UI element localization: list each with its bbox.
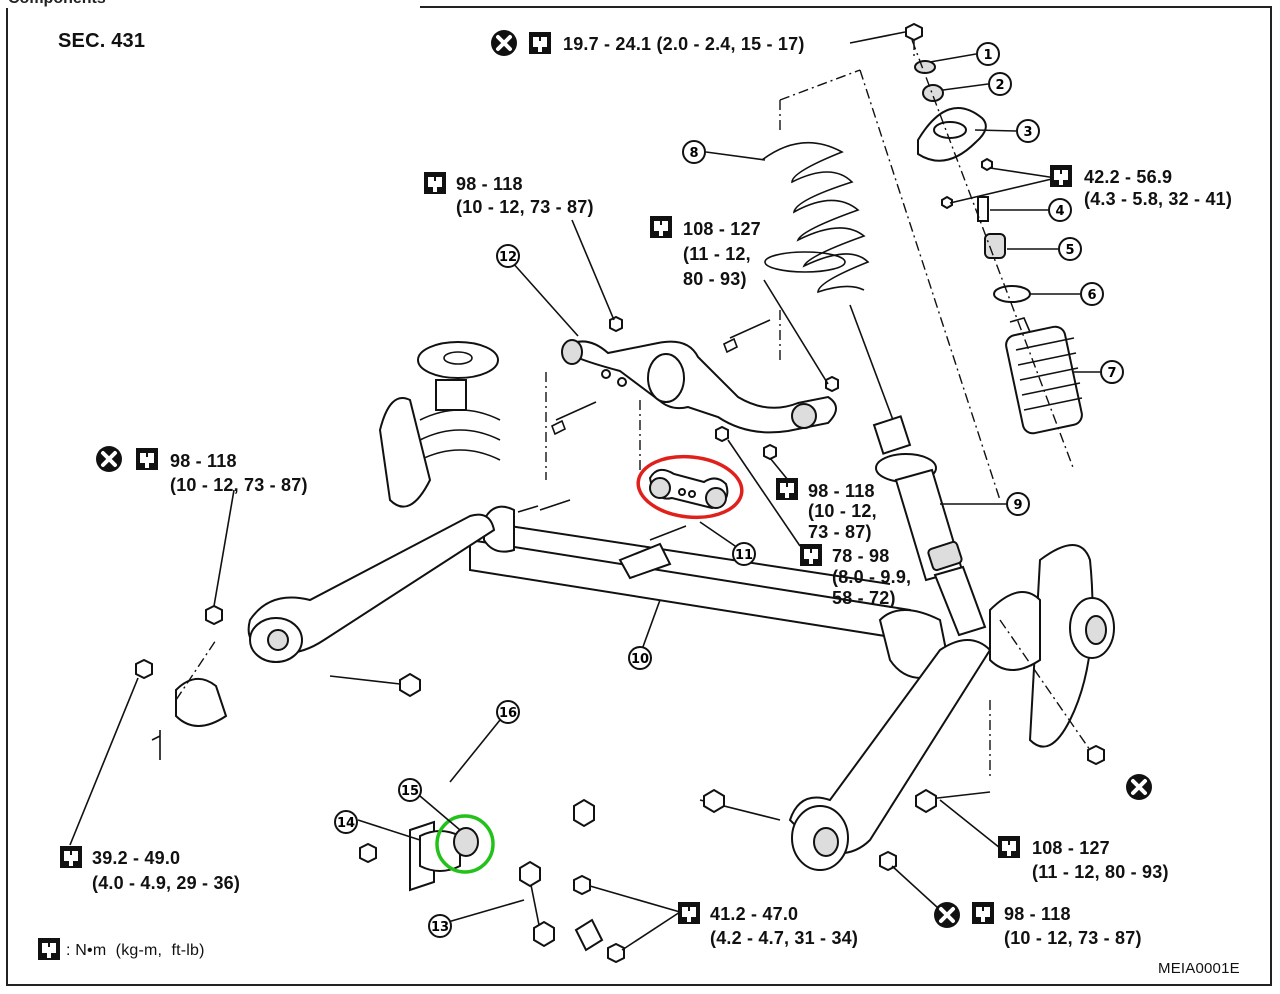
washer-part: [914, 60, 936, 74]
torque-spec-5-line1: 98 - 118: [170, 451, 237, 471]
svg-text:3: 3: [1023, 125, 1032, 140]
highlight-red-ring: [636, 454, 744, 520]
svg-text:8: 8: [689, 146, 698, 161]
left-knuckle-assembly: [378, 341, 501, 508]
torque-spec-6-line3: 73 - 87): [808, 522, 872, 542]
torque-wrench-icon: [136, 448, 158, 470]
torque-wrench-icon: [776, 478, 798, 500]
torque-wrench-icon: [38, 938, 60, 960]
do-not-reuse-icon: [489, 28, 519, 58]
unit-legend: : N•m (kg-m, ft-lb): [66, 942, 205, 959]
torque-wrench-icon: [60, 846, 82, 868]
do-not-reuse-icon: [932, 900, 962, 930]
torque-spec-9-line1: 41.2 - 47.0: [710, 904, 799, 924]
do-not-reuse-icon: [1124, 772, 1154, 802]
callout-11: 11: [732, 542, 756, 566]
torque-spec-6-line1: 98 - 118: [808, 481, 875, 501]
stabilizer-connecting-rod: [519, 860, 625, 964]
bushing-part: [922, 84, 944, 102]
torque-wrench-icon: [998, 836, 1020, 858]
front-lower-link: [636, 425, 777, 541]
cut-header-text: Components: [8, 0, 106, 8]
callout-13: 13: [428, 914, 452, 938]
left-trailing-arm: [205, 513, 496, 698]
callout-1: 1: [976, 42, 1000, 66]
torque-spec-8-line1: 39.2 - 49.0: [92, 848, 181, 868]
svg-text:11: 11: [735, 548, 753, 563]
torque-spec-1: 19.7 - 24.1 (2.0 - 2.4, 15 - 17): [563, 34, 805, 54]
svg-text:13: 13: [431, 920, 449, 935]
torque-spec-11-line1: 98 - 118: [1004, 904, 1071, 924]
callout-5: 5: [1058, 237, 1082, 261]
callout-10: 10: [628, 646, 652, 670]
do-not-reuse-icon: [94, 444, 124, 474]
svg-text:7: 7: [1107, 366, 1116, 381]
torque-spec-6-line2: (10 - 12,: [808, 501, 877, 521]
torque-wrench-icon: [972, 902, 994, 924]
strut-assembly: [761, 22, 1083, 637]
torque-spec-10-line1: 108 - 127: [1032, 838, 1110, 858]
svg-text:12: 12: [499, 250, 517, 265]
callout-8: 8: [682, 140, 706, 164]
torque-spec-11-line2: (10 - 12, 73 - 87): [1004, 928, 1142, 948]
svg-text:15: 15: [401, 784, 419, 799]
svg-text:14: 14: [337, 816, 355, 831]
callout-7: 7: [1100, 360, 1124, 384]
callout-12: 12: [496, 244, 520, 268]
torque-spec-4-line3: 80 - 93): [683, 269, 747, 289]
callout-3: 3: [1016, 119, 1040, 143]
torque-spec-3-line2: (10 - 12, 73 - 87): [456, 197, 594, 217]
figure-code: MEIA0001E: [1158, 960, 1240, 977]
svg-text:16: 16: [499, 706, 517, 721]
dust-boot: [1005, 317, 1083, 435]
torque-spec-7-line1: 78 - 98: [832, 546, 890, 566]
upper-link: [545, 310, 839, 480]
torque-spec-2-line2: (4.3 - 5.8, 32 - 41): [1084, 189, 1233, 209]
callout-4: 4: [1048, 198, 1072, 222]
coil-spring: [761, 141, 870, 294]
torque-spec-4-line1: 108 - 127: [683, 219, 761, 239]
stabilizer-bar: [135, 639, 632, 938]
torque-spec-10-line2: (11 - 12, 80 - 93): [1032, 862, 1169, 882]
torque-spec-7-line3: 58 - 72): [832, 588, 896, 608]
torque-spec-2-line1: 42.2 - 56.9: [1084, 167, 1173, 187]
svg-text:2: 2: [995, 78, 1004, 93]
highlight-green-ring: [435, 814, 495, 874]
shock-absorber: [849, 304, 987, 637]
torque-spec-7-line2: (8.0 - 9.9,: [832, 567, 912, 587]
section-title: SEC. 431: [58, 30, 146, 52]
svg-text:4: 4: [1055, 204, 1064, 219]
callout-2: 2: [988, 72, 1012, 96]
svg-text:5: 5: [1065, 243, 1074, 258]
svg-text:6: 6: [1087, 288, 1096, 303]
torque-wrench-icon: [650, 216, 672, 238]
right-trailing-arm: [699, 544, 1115, 872]
top-nut: [905, 22, 923, 42]
callout-9: 9: [1006, 492, 1030, 516]
torque-spec-4-line2: (11 - 12,: [683, 244, 751, 264]
torque-spec-5-line2: (10 - 12, 73 - 87): [170, 475, 308, 495]
torque-wrench-icon: [800, 544, 822, 566]
torque-spec-3-line1: 98 - 118: [456, 174, 523, 194]
torque-spec-9-line2: (4.2 - 4.7, 31 - 34): [710, 928, 859, 948]
callout-6: 6: [1080, 282, 1104, 306]
svg-text:10: 10: [631, 652, 649, 667]
header-strip: Components: [0, 0, 420, 8]
suspension-member: [469, 499, 952, 679]
svg-text:9: 9: [1013, 498, 1022, 513]
torque-wrench-icon: [424, 172, 446, 194]
torque-spec-8-line2: (4.0 - 4.9, 29 - 36): [92, 873, 241, 893]
callout-16: 16: [496, 700, 520, 724]
leader-lines: [69, 31, 1100, 951]
torque-wrench-icon: [1050, 165, 1072, 187]
svg-text:1: 1: [983, 48, 992, 63]
torque-wrench-icon: [678, 902, 700, 924]
torque-wrench-icon: [529, 32, 551, 54]
callout-14: 14: [334, 810, 358, 834]
callout-15: 15: [398, 778, 422, 802]
